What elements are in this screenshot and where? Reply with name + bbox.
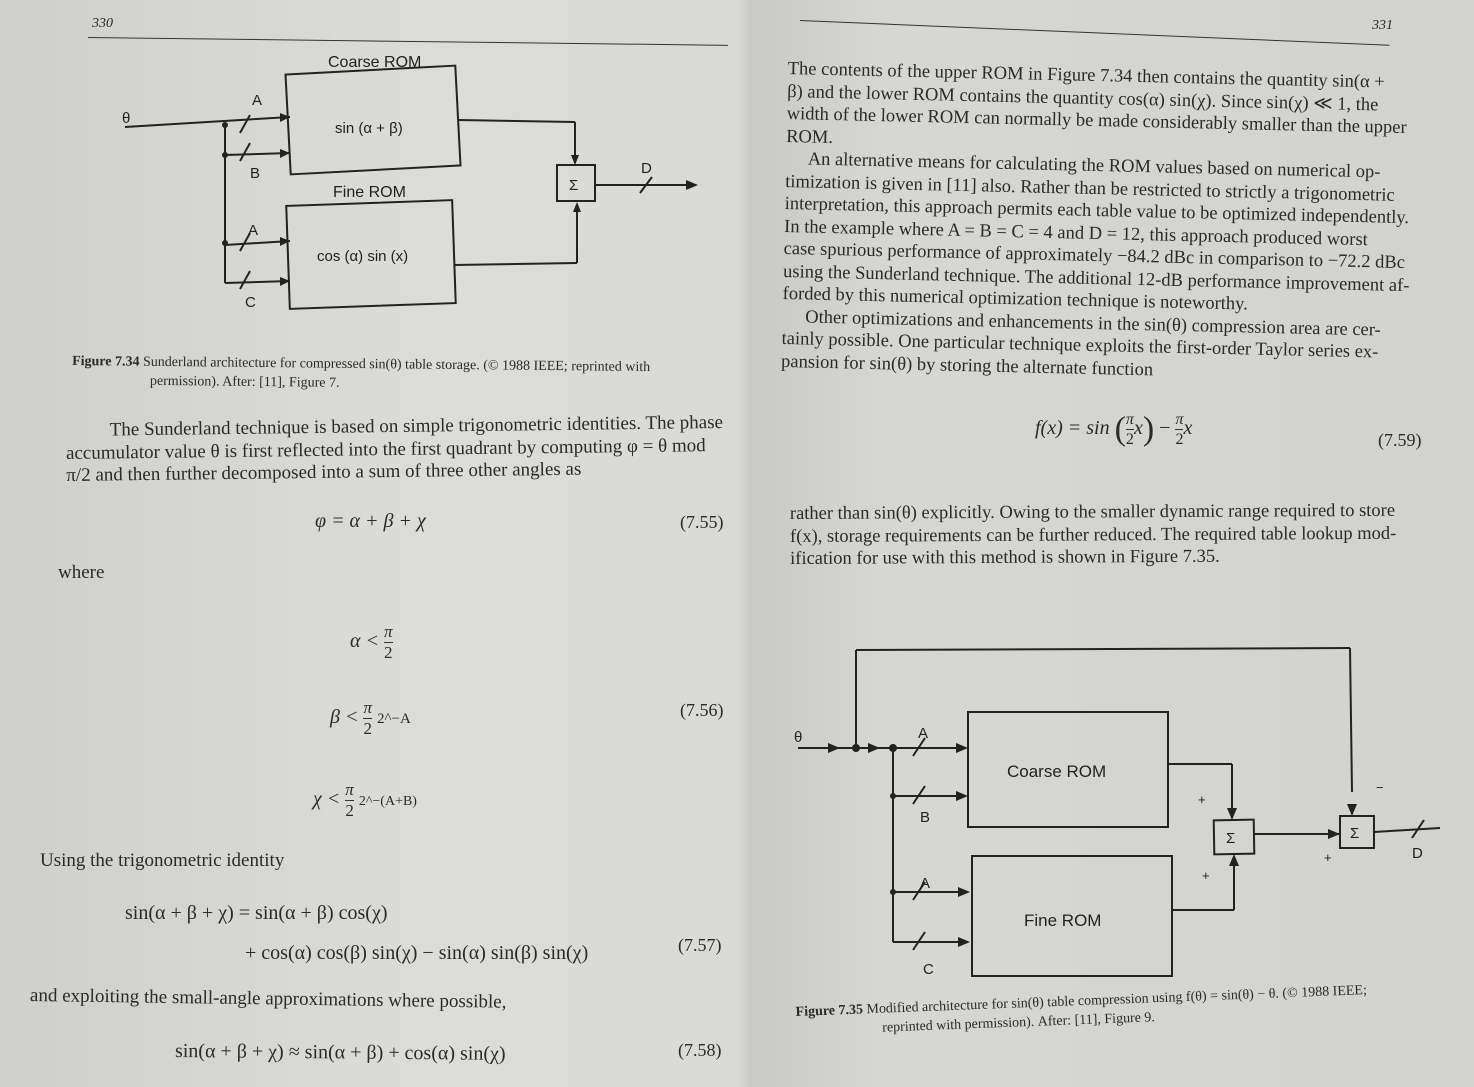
- eq-numerator: π: [1175, 411, 1184, 430]
- fine-rom-title: Fine ROM: [333, 184, 406, 201]
- page-number: 331: [1372, 18, 1393, 33]
- input-theta: θ: [794, 729, 802, 746]
- equation-number: (7.55): [680, 512, 724, 532]
- sum-symbol: Σ: [569, 177, 578, 194]
- header-rule: [799, 20, 1390, 46]
- equation-number: (7.59): [1378, 430, 1422, 450]
- equation-7-58: sin(α + β + χ) ≈ sin(α + β) + cos(α) sin…: [174, 1040, 506, 1065]
- eq-denominator: 2: [384, 643, 393, 662]
- caption-line: permission). After: [11], Figure 7.: [149, 373, 340, 391]
- eq-exponent: 2^−A: [377, 711, 411, 728]
- approx-intro: and exploiting the small-angle approxima…: [29, 985, 507, 1013]
- equation-chi: χ < π 2 2^−(A+B): [313, 780, 417, 821]
- caption-line: Sunderland architecture for compressed s…: [142, 354, 651, 376]
- paragraph: The Sunderland technique is based on sim…: [66, 412, 724, 488]
- equation-7-57-line1: sin(α + β + χ) = sin(α + β) cos(χ): [125, 902, 388, 924]
- paragraph: rather than sin(θ) explicitly. Owing to …: [790, 500, 1397, 571]
- eq-text: x: [1133, 417, 1143, 440]
- eq-text: x: [1183, 417, 1193, 440]
- eq-text: −: [1159, 417, 1176, 440]
- input-theta: θ: [122, 110, 130, 127]
- equation-alpha: α < π 2: [350, 622, 393, 663]
- figure-7-35-caption: Figure 7.35 Modified architecture for si…: [795, 981, 1368, 1041]
- label-d: D: [1412, 845, 1423, 862]
- text-line: f(x), storage requirements can be furthe…: [789, 523, 1397, 547]
- label-a: A: [918, 725, 928, 742]
- plus-sign: +: [1198, 792, 1206, 807]
- identity-intro: Using the trigonometric identity: [40, 850, 285, 871]
- eq-exponent: 2^−(A+B): [358, 794, 417, 810]
- text-line: ification for use with this method is sh…: [790, 546, 1220, 569]
- coarse-rom-title: Coarse ROM: [328, 54, 421, 71]
- eq-numerator: π: [1125, 411, 1134, 430]
- figure-7-34-caption: Figure 7.34 Sunderland architecture for …: [72, 352, 650, 396]
- equation-beta: β < π 2 2^−A: [330, 698, 411, 739]
- figure-7-34-diagram: Coarse ROM sin (α + β) Fine ROM cos (α) …: [122, 54, 698, 311]
- fine-rom-title: Fine ROM: [1024, 911, 1101, 930]
- where-label: where: [58, 562, 105, 583]
- equation-number: (7.57): [678, 935, 722, 955]
- equation-7-55: φ = α + β + χ: [315, 510, 426, 532]
- eq-numerator: π: [345, 780, 354, 801]
- page-number: 330: [92, 16, 113, 31]
- eq-denominator: 2: [1125, 431, 1134, 448]
- label-c: C: [923, 961, 934, 978]
- coarse-rom-content: sin (α + β): [335, 120, 403, 137]
- label-c: C: [245, 294, 256, 311]
- eq-text: f(x) = sin: [1035, 417, 1110, 440]
- eq-numerator: π: [363, 698, 372, 719]
- caption-label: Figure 7.35: [795, 1002, 864, 1021]
- label-a: A: [248, 222, 258, 239]
- paragraph: The contents of the upper ROM in Figure …: [781, 58, 1414, 387]
- sum-symbol: Σ: [1226, 830, 1235, 847]
- label-b: B: [920, 809, 930, 826]
- sum-symbol: Σ: [1350, 825, 1359, 842]
- eq-numerator: π: [384, 622, 393, 643]
- coarse-rom-title: Coarse ROM: [1007, 762, 1106, 781]
- equation-7-57-line2: + cos(α) cos(β) sin(χ) − sin(α) sin(β) s…: [245, 942, 589, 964]
- eq-text: α <: [350, 630, 379, 653]
- figure-7-35-diagram: θ Coarse ROM Fine ROM A B A C Σ Σ + + + …: [794, 647, 1441, 978]
- label-a: A: [252, 92, 262, 109]
- text-line: rather than sin(θ) explicitly. Owing to …: [789, 500, 1396, 525]
- plus-sign: +: [1324, 850, 1332, 865]
- fine-rom-content: cos (α) sin (x): [317, 248, 408, 265]
- eq-text: χ <: [313, 788, 341, 811]
- label-a: A: [920, 875, 930, 892]
- label-b: B: [250, 165, 260, 182]
- eq-denominator: 2: [345, 801, 354, 820]
- plus-sign: +: [1202, 868, 1210, 883]
- equation-number: (7.56): [680, 700, 724, 720]
- caption-label: Figure 7.34: [72, 354, 140, 370]
- minus-sign: −: [1376, 780, 1384, 795]
- equation-number: (7.58): [678, 1040, 722, 1060]
- label-d: D: [641, 160, 652, 177]
- eq-denominator: 2: [363, 719, 372, 738]
- eq-text: β <: [330, 706, 359, 729]
- eq-denominator: 2: [1175, 431, 1184, 448]
